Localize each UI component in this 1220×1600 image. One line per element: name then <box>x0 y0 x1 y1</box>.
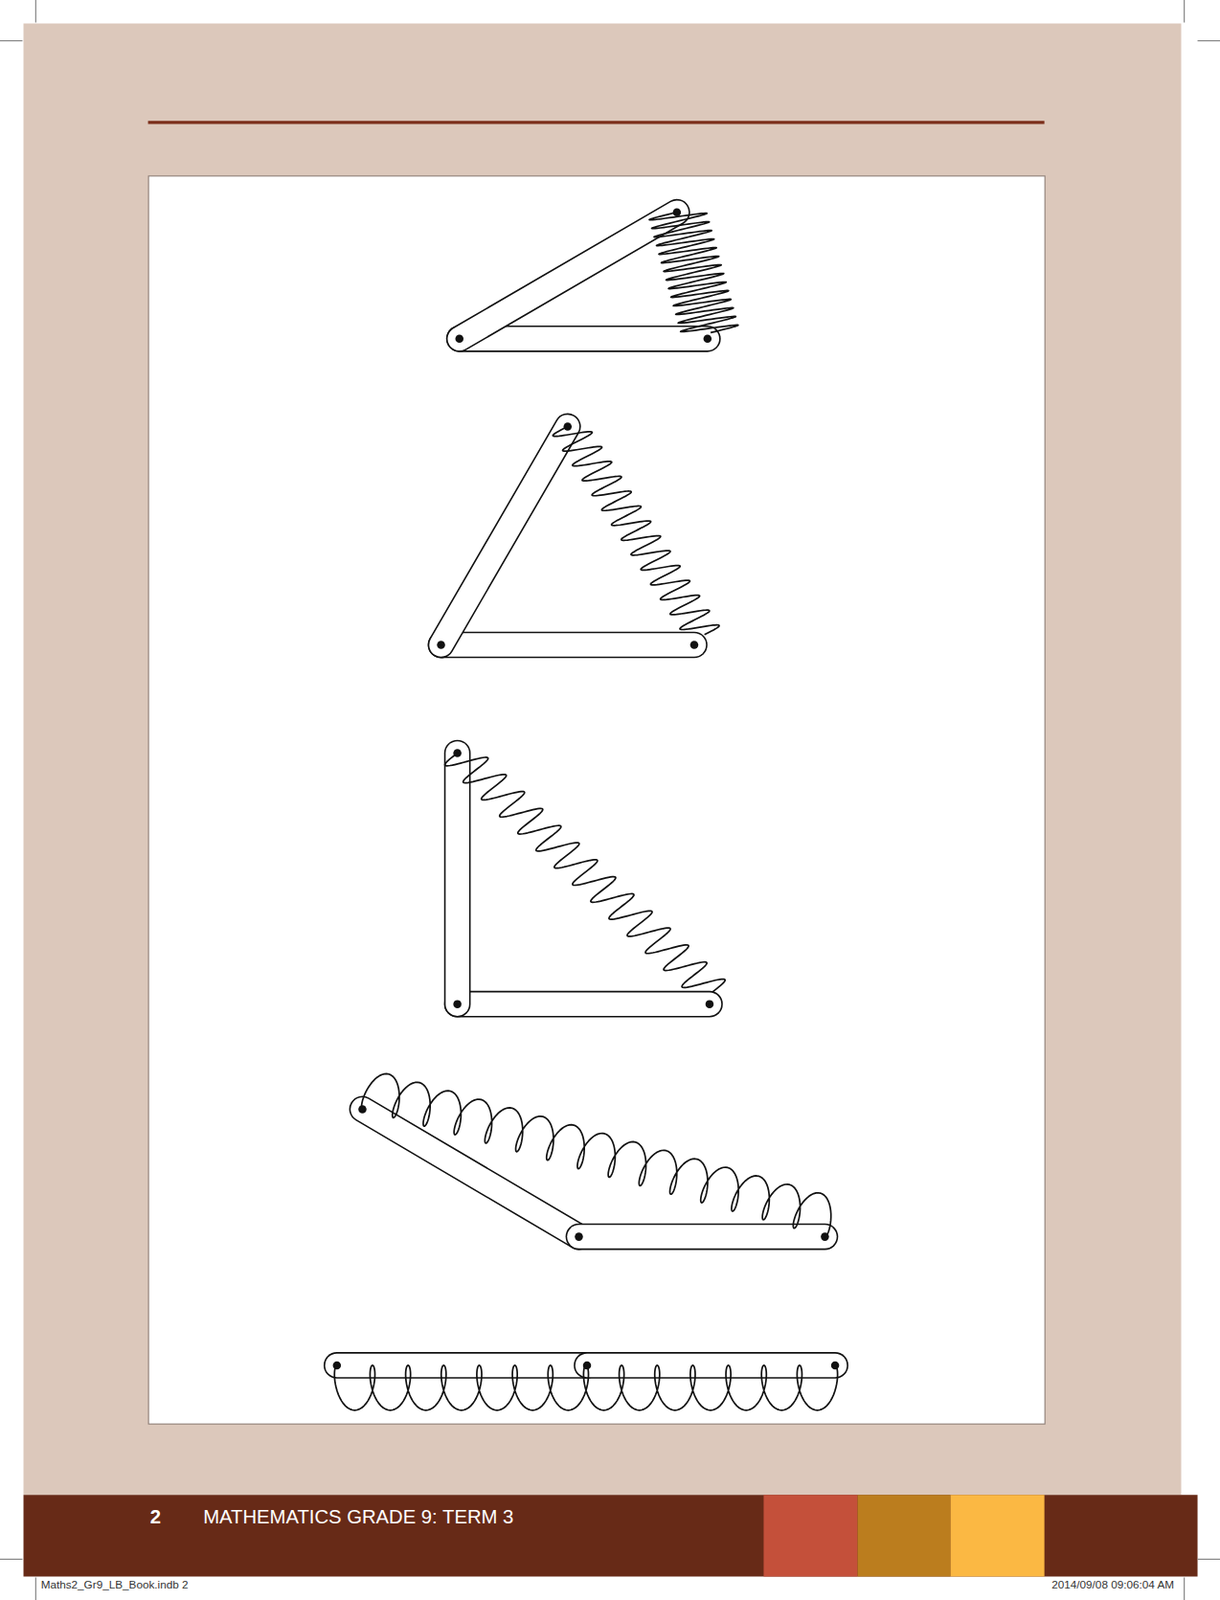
spring <box>334 1365 837 1411</box>
footer-title: MATHEMATICS GRADE 9: TERM 3 <box>203 1506 514 1529</box>
pivot-dot <box>583 1361 592 1371</box>
rod <box>456 752 458 1004</box>
pivot-dot <box>820 1232 830 1242</box>
rod-fill <box>441 426 568 645</box>
pivot-dot <box>673 207 682 217</box>
header-rule <box>148 120 1045 124</box>
footer-block <box>950 1494 1045 1577</box>
rod-outline <box>444 752 472 1004</box>
rod-and-spring-figures <box>333 207 840 1410</box>
rod-fill <box>457 992 710 1017</box>
rod-fill <box>578 1224 825 1249</box>
rod-fill <box>445 752 470 1004</box>
rod-outline <box>459 212 678 339</box>
rod-outline <box>441 426 568 645</box>
pivot-dot <box>690 640 700 650</box>
rod <box>457 1003 710 1005</box>
pivot-dot <box>454 335 464 344</box>
footer-block <box>763 1494 858 1577</box>
file-slug: Maths2_Gr9_LB_Book.indb 2 <box>41 1579 189 1593</box>
footer-bar <box>23 1494 1198 1577</box>
beige-panel <box>23 23 1182 1496</box>
spring <box>649 212 739 334</box>
pivot-dot <box>574 1232 584 1242</box>
rod-fill <box>459 212 678 339</box>
spring <box>361 1073 832 1237</box>
pivot-dot <box>358 1105 367 1114</box>
pivot-dot <box>436 640 446 650</box>
rod-fill <box>441 632 695 657</box>
pivot-dot <box>333 1361 342 1371</box>
page-number: 2 <box>150 1506 161 1529</box>
rod <box>361 1108 579 1237</box>
footer-block <box>858 1494 951 1577</box>
rod-fill <box>361 1108 579 1237</box>
rod <box>578 1236 825 1238</box>
rod-outline <box>441 632 695 659</box>
figure-frame <box>148 176 1045 1424</box>
pivot-dot <box>831 1361 840 1371</box>
rod-outline <box>578 1223 825 1251</box>
rod <box>441 644 695 646</box>
pivot-dot <box>452 748 462 758</box>
pivot-dot <box>452 999 462 1009</box>
pivot-dot <box>705 999 715 1009</box>
date-slug: 2014/09/08 09:06:04 AM <box>1051 1579 1175 1593</box>
rod <box>459 212 678 339</box>
spring <box>552 426 720 634</box>
pivot-dot <box>563 422 572 431</box>
rod-outline <box>361 1108 579 1237</box>
pivot-dot <box>703 335 713 344</box>
rod-outline <box>457 991 710 1018</box>
rod <box>459 338 708 339</box>
rod <box>441 426 568 645</box>
spring <box>445 752 726 992</box>
